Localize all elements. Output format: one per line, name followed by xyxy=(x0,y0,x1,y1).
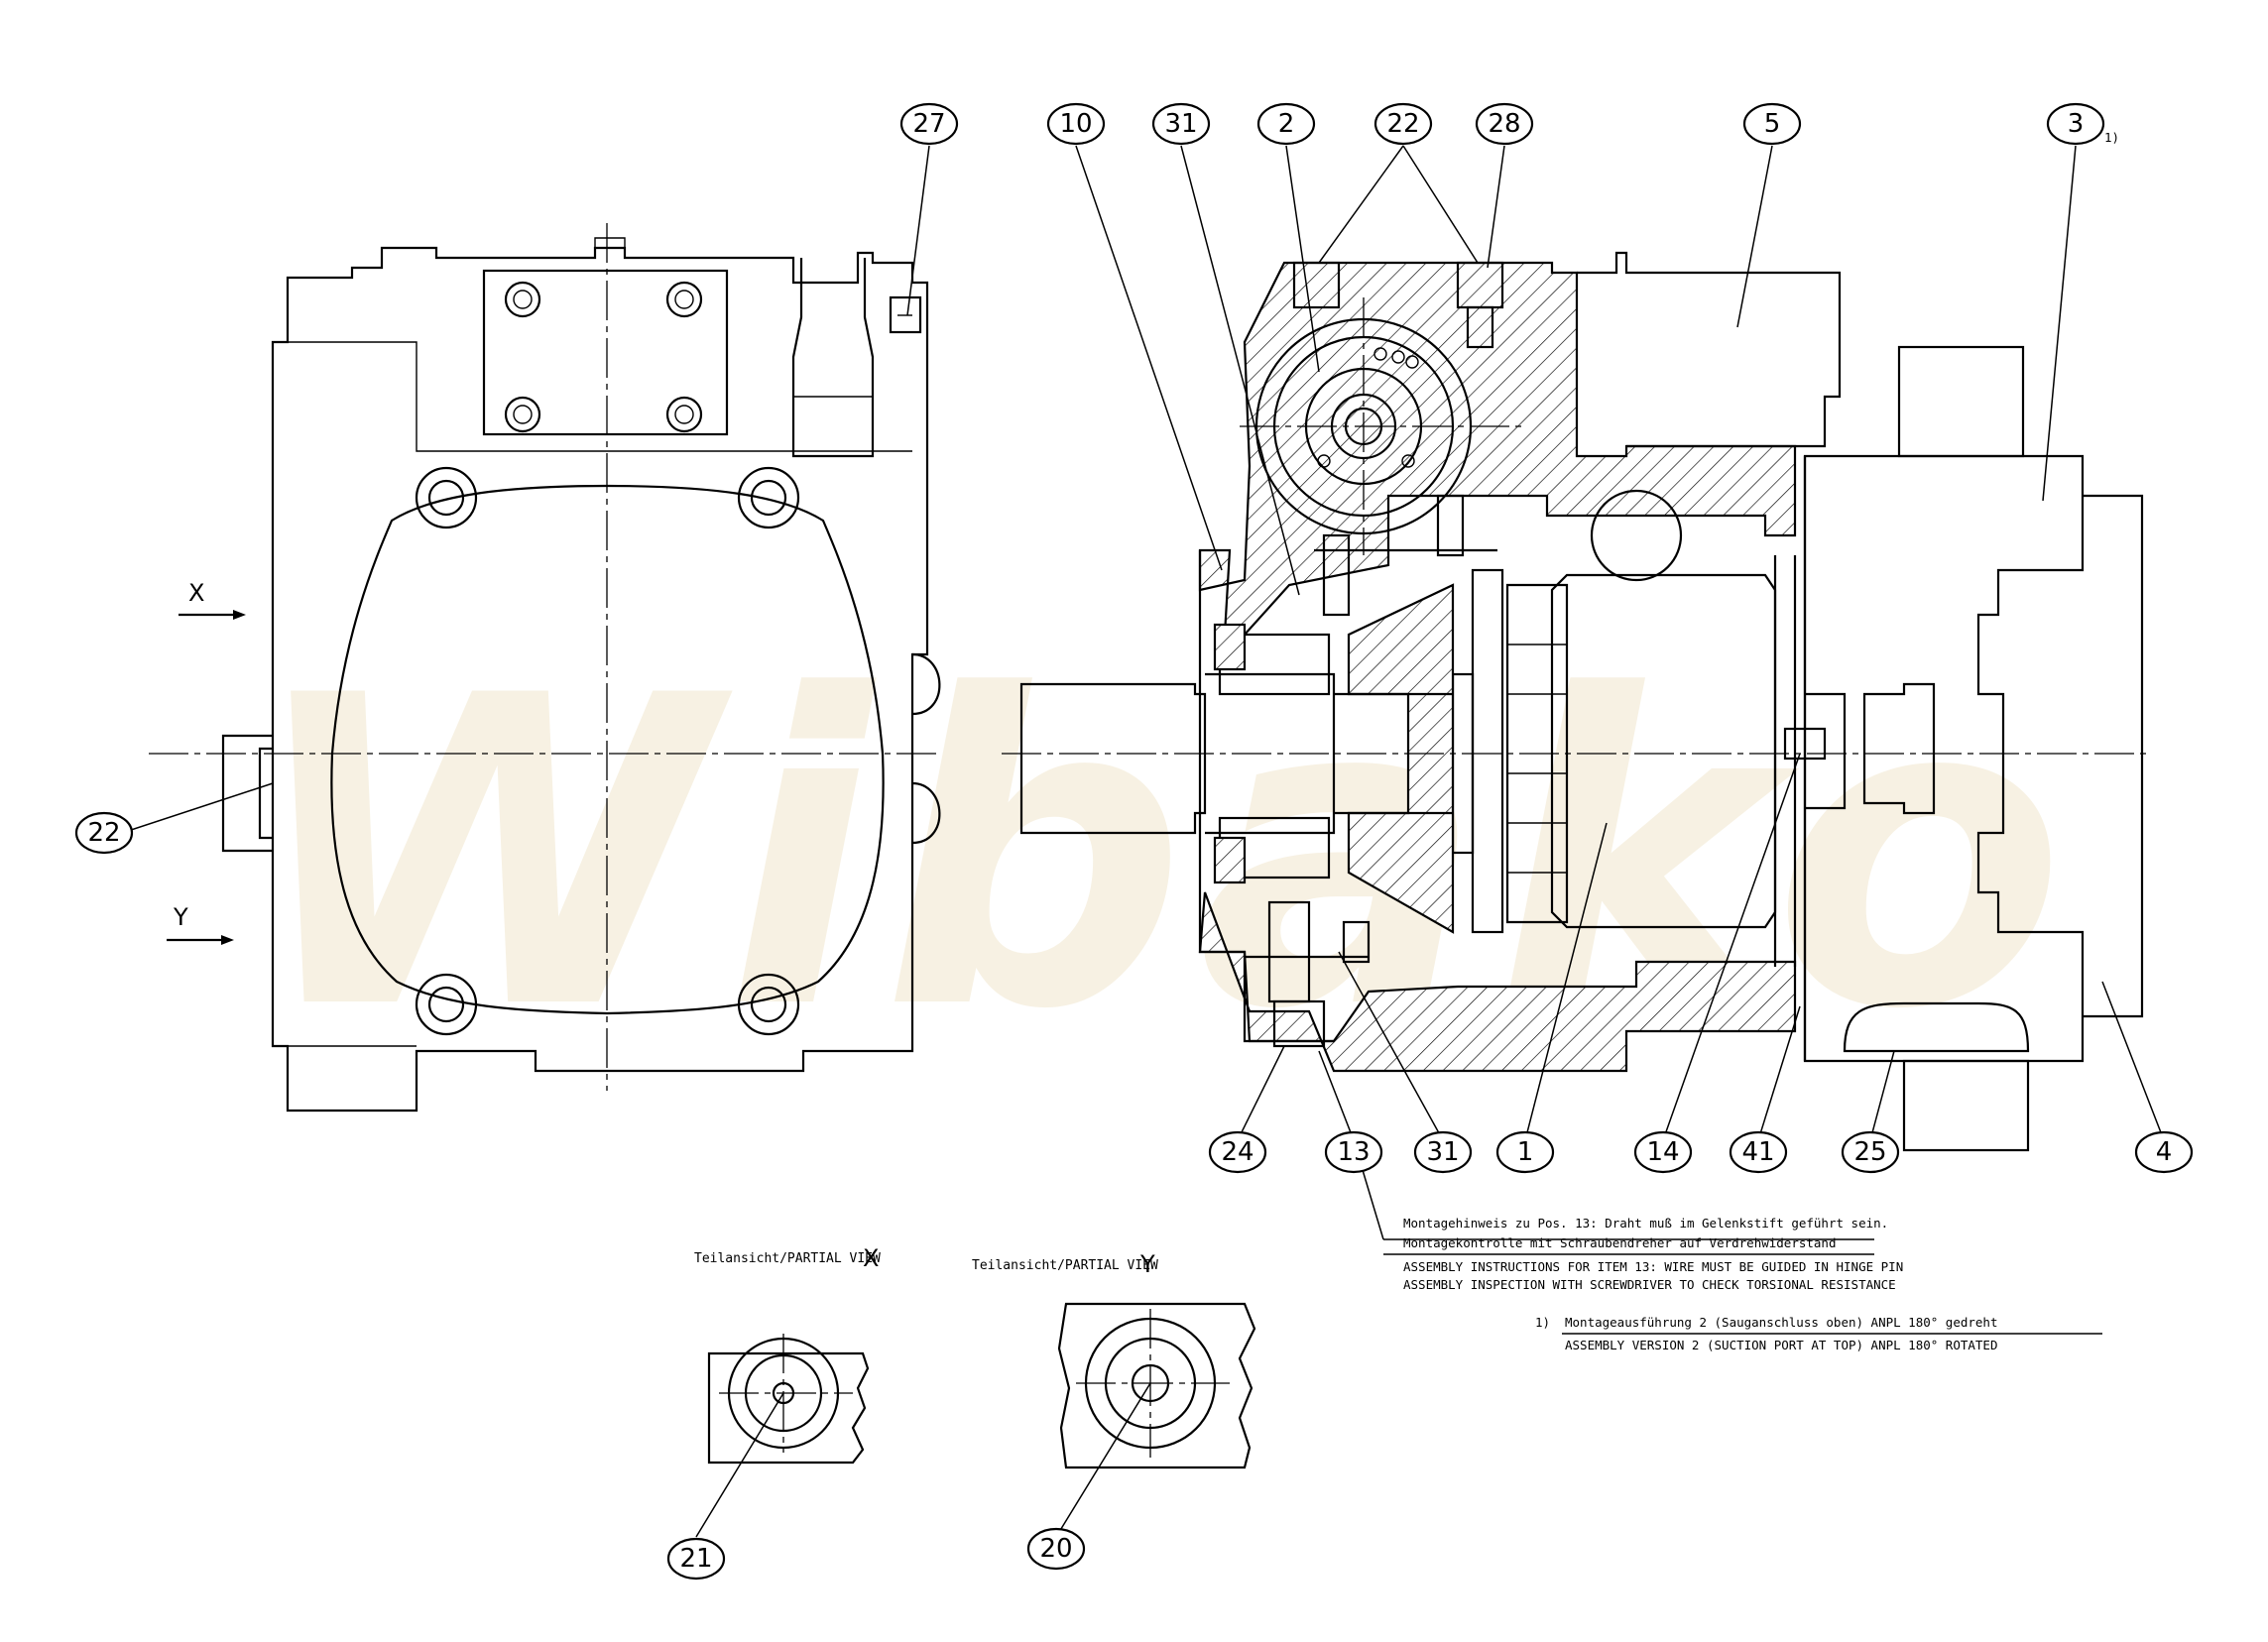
balloon-13: 13 xyxy=(1324,1130,1383,1174)
balloon-28: 28 xyxy=(1475,102,1534,146)
svg-text:20: 20 xyxy=(1039,1534,1072,1564)
view-arrow-y-label: Y xyxy=(173,903,188,931)
footnote-en: ASSEMBLY VERSION 2 (SUCTION PORT AT TOP)… xyxy=(1565,1338,1998,1352)
balloon-31-top: 31 xyxy=(1151,102,1211,146)
svg-text:28: 28 xyxy=(1488,109,1520,139)
assembly-note-en-2: ASSEMBLY INSPECTION WITH SCREWDRIVER TO … xyxy=(1403,1277,1896,1292)
balloon-14: 14 xyxy=(1633,1130,1693,1174)
footnote-marker: 1) xyxy=(1535,1315,1550,1330)
balloon-3: 3 xyxy=(2046,102,2105,146)
partial-view-y-letter: Y xyxy=(1139,1250,1155,1278)
svg-text:31: 31 xyxy=(1164,109,1197,139)
svg-text:2: 2 xyxy=(1278,109,1295,139)
svg-text:14: 14 xyxy=(1646,1137,1679,1167)
footnote-de: Montageausführung 2 (Sauganschluss oben)… xyxy=(1565,1315,1998,1330)
section-view xyxy=(1002,251,2152,1152)
svg-text:4: 4 xyxy=(2156,1137,2173,1167)
view-arrow-x-label: X xyxy=(188,579,204,607)
front-view xyxy=(149,223,942,1113)
leader-lines xyxy=(121,145,2165,1538)
svg-text:10: 10 xyxy=(1059,109,1092,139)
flange-bolts xyxy=(504,281,703,433)
assembly-note-de-1: Montagehinweis zu Pos. 13: Draht muß im … xyxy=(1403,1216,1888,1231)
watermark: Wibako xyxy=(245,607,2076,1103)
svg-text:1: 1 xyxy=(1517,1137,1534,1167)
balloon-1: 1 xyxy=(1495,1130,1555,1174)
assembly-note-en-1: ASSEMBLY INSTRUCTIONS FOR ITEM 13: WIRE … xyxy=(1403,1259,1903,1274)
svg-text:22: 22 xyxy=(1386,109,1419,139)
svg-text:24: 24 xyxy=(1221,1137,1253,1167)
balloon-4: 4 xyxy=(2134,1130,2194,1174)
balloon-41: 41 xyxy=(1729,1130,1788,1174)
balloon-5: 5 xyxy=(1742,102,1802,146)
partial-view-y-label: Teilansicht/PARTIAL VIEW xyxy=(972,1258,1158,1273)
footnote-ref-marker: 1) xyxy=(2104,130,2119,145)
balloon-22-left: 22 xyxy=(74,811,134,855)
partial-view-x-label: Teilansicht/PARTIAL VIEW xyxy=(694,1251,881,1266)
balloon-2: 2 xyxy=(1256,102,1316,146)
balloon-21: 21 xyxy=(666,1537,726,1581)
balloon-24: 24 xyxy=(1208,1130,1267,1174)
svg-text:25: 25 xyxy=(1853,1137,1886,1167)
svg-text:3: 3 xyxy=(2068,109,2085,139)
balloon-31-bottom: 31 xyxy=(1413,1130,1473,1174)
balloon-25: 25 xyxy=(1841,1130,1900,1174)
partial-view-x xyxy=(707,1334,870,1465)
balloon-22-top: 22 xyxy=(1373,102,1433,146)
svg-text:27: 27 xyxy=(912,109,945,139)
balloon-20: 20 xyxy=(1026,1527,1086,1571)
svg-text:21: 21 xyxy=(679,1544,712,1574)
balloon-27: 27 xyxy=(899,102,959,146)
svg-text:31: 31 xyxy=(1426,1137,1459,1167)
partial-view-y xyxy=(1057,1302,1256,1469)
svg-text:13: 13 xyxy=(1337,1137,1370,1167)
assembly-note-de-2: Montagekontrolle mit Schraubendreher auf… xyxy=(1403,1235,1837,1250)
svg-text:22: 22 xyxy=(87,818,120,848)
balloon-10: 10 xyxy=(1046,102,1106,146)
svg-text:41: 41 xyxy=(1741,1137,1774,1167)
cover-bolts xyxy=(415,466,800,1036)
partial-view-x-letter: X xyxy=(863,1244,879,1272)
svg-text:5: 5 xyxy=(1764,109,1781,139)
